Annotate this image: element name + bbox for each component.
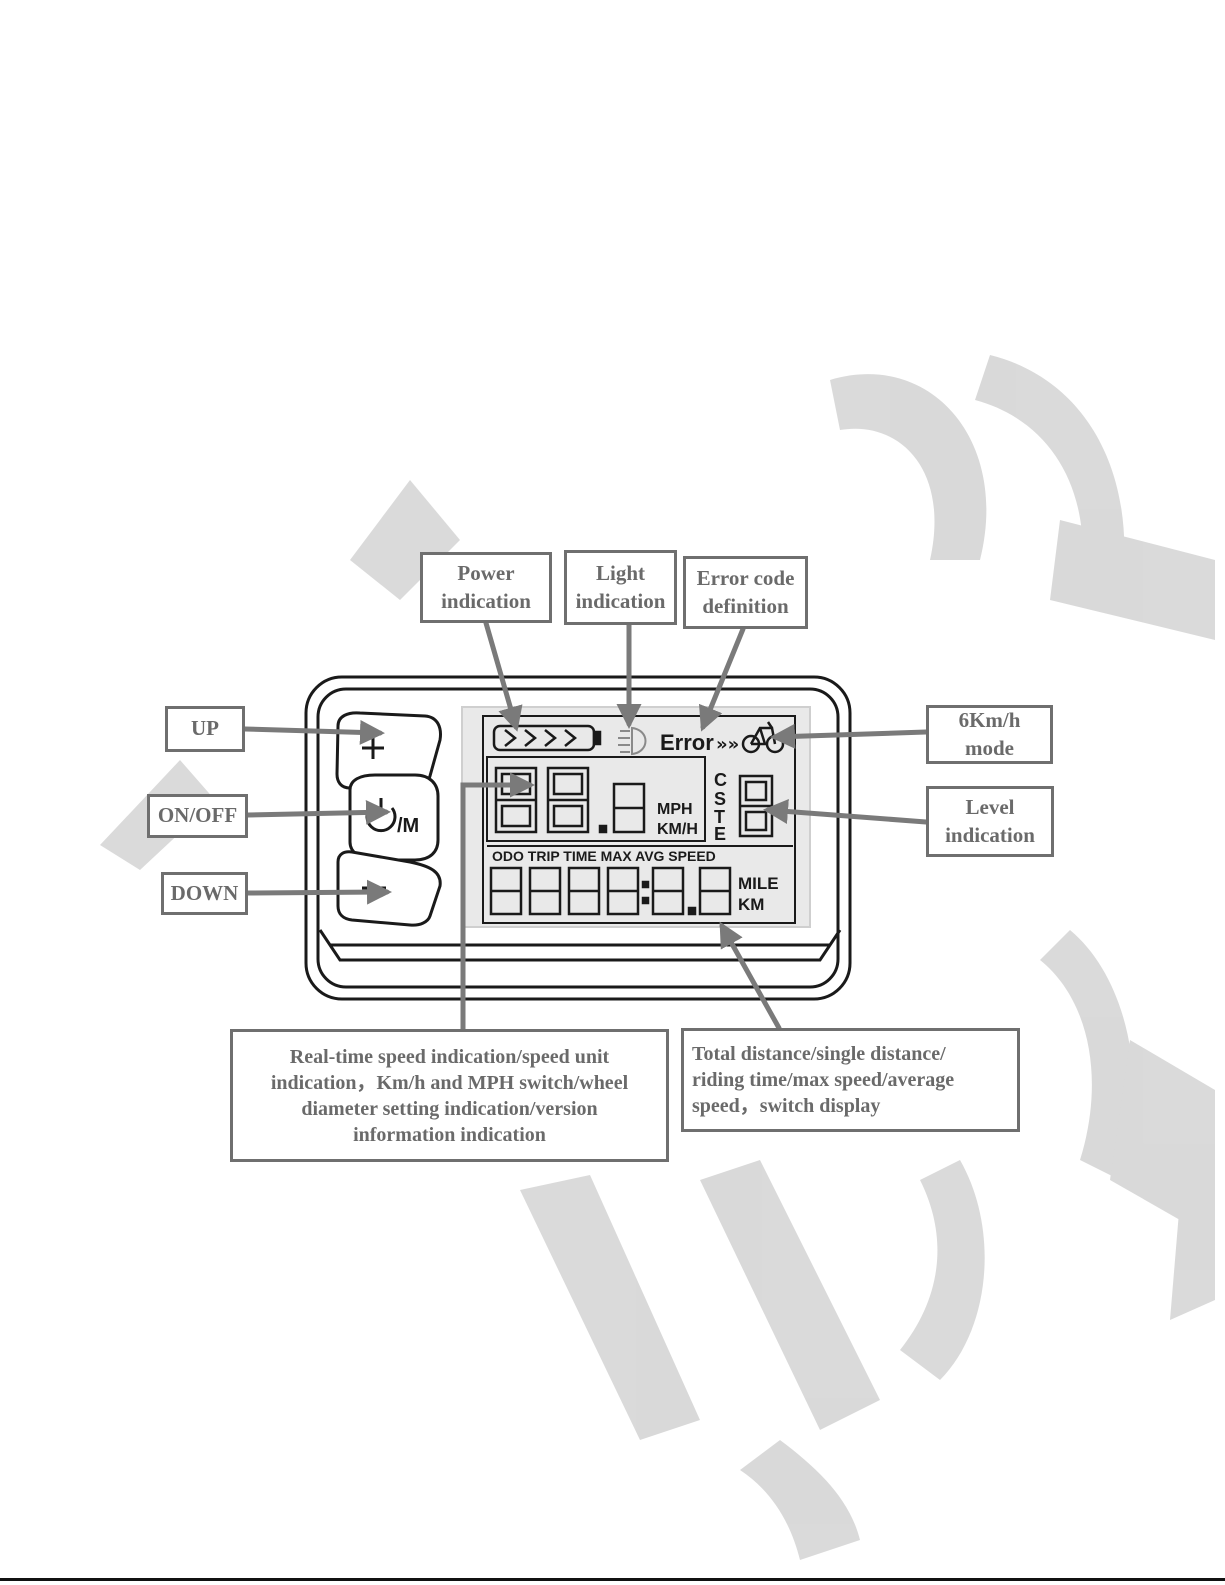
callout-power-line2: indication [441,588,531,613]
callout-power-line1: Power [457,561,515,586]
leader-arrows [242,620,929,1032]
arrow-error [698,626,746,732]
callout-walk-line2: mode [965,735,1014,760]
callout-down: DOWN [161,872,248,915]
speed-unit-mph: MPH [657,801,693,818]
callout-speed-indication: Real-time speed indication/speed unit in… [230,1029,669,1162]
callout-speed-line1: Real-time speed indication/speed unit [289,1045,610,1068]
trip-digits [489,866,732,916]
down-button[interactable] [336,850,442,927]
callout-level-line1: Level [965,795,1015,820]
arrow-speed [460,772,535,1032]
assist-letter-c: C [714,770,727,790]
callout-distance-line1: Total distance/single distance/ [692,1043,946,1065]
speed-display-frame [486,756,706,842]
speed-unit-kmh: KM/H [657,821,698,838]
callout-onoff-text: ON/OFF [157,803,238,828]
callout-light-line2: indication [575,588,666,613]
arrow-walk-mode [770,723,929,749]
callout-walk-line1: 6Km/h [958,708,1021,733]
callout-light-line1: Light [595,561,645,586]
callout-up: UP [165,706,245,752]
callout-speed-line3: diameter setting indication/version [301,1097,598,1120]
arrow-distance [719,921,782,1031]
battery-icon [492,724,602,752]
arrow-power [483,620,523,732]
callout-down-text: DOWN [170,880,239,905]
assist-letter-t: T [714,807,725,827]
callout-error-line1: Error code [696,566,795,591]
assist-chevrons-icon: »» [716,734,739,755]
distance-unit-km: KM [738,895,764,914]
mode-button-label: /M [397,815,419,837]
assist-letter-s: S [714,789,726,809]
callout-onoff: ON/OFF [147,794,248,838]
callout-distance-display: Total distance/single distance/ riding t… [681,1028,1020,1132]
callout-level-line2: indication [945,822,1035,847]
watermark [100,355,1215,1560]
assist-letter-e: E [714,824,726,844]
speed-digits [494,766,646,834]
trip-modes-label: ODO TRIP TIME MAX AVG SPEED [492,848,716,864]
arrow-down [245,879,392,905]
arrow-level [763,799,929,825]
callout-distance-line3: speed，switch display [692,1095,881,1117]
arrow-up [242,719,385,745]
distance-unit-mile: MILE [738,874,779,893]
error-label: Error [660,730,714,755]
display-housing [304,675,852,1001]
headlight-icon [618,726,647,756]
callout-speed-line4: information indication [353,1123,546,1146]
callout-error-line2: definition [702,593,789,618]
page-bottom-rule [0,1578,1225,1581]
callout-distance-line2: riding time/max speed/average [692,1069,955,1091]
arrow-onoff [245,799,391,825]
callout-speed-line2: indication，Km/h and MPH switch/wheel [270,1071,629,1094]
callout-up-text: UP [191,716,219,741]
